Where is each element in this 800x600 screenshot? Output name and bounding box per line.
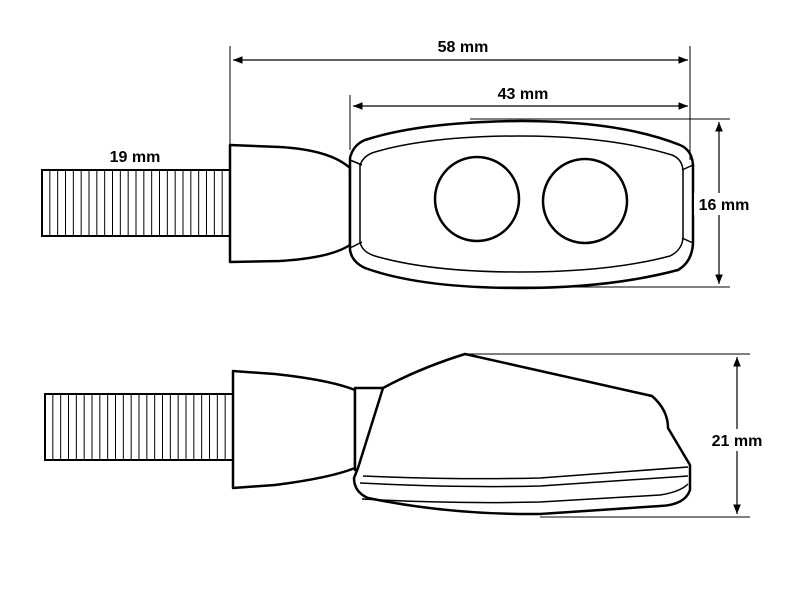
lens-right	[541, 157, 629, 245]
label-overall-length: 58 mm	[438, 39, 489, 56]
side-housing	[352, 352, 692, 516]
label-top-height: 16 mm	[699, 197, 750, 214]
label-lens-length: 43 mm	[498, 86, 549, 103]
label-side-height: 21 mm	[712, 433, 763, 450]
side-stem	[231, 369, 357, 490]
top-view	[41, 119, 695, 290]
side-thread	[44, 393, 234, 461]
top-stem	[228, 143, 352, 264]
label-thread-length: 19 mm	[110, 149, 161, 166]
lens-left	[433, 155, 521, 243]
side-view	[44, 352, 692, 516]
top-thread	[41, 169, 231, 237]
